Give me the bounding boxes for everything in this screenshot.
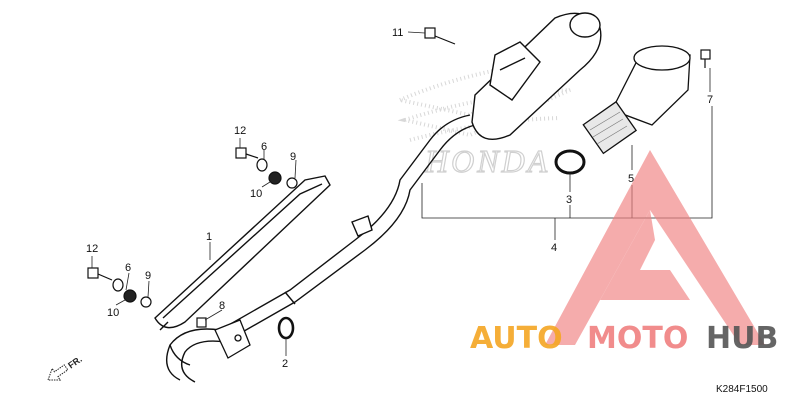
label-8: 8	[219, 300, 225, 312]
exhaust-pipe	[166, 114, 476, 383]
logo-text-auto: AUTO	[470, 321, 563, 356]
leader-lines	[91, 31, 713, 356]
honda-text-watermark: HONDA	[424, 143, 550, 179]
nut-9-lower	[140, 296, 152, 308]
silencer-tip	[582, 45, 691, 155]
diagram-code: K284F1500	[716, 384, 768, 395]
clip-8	[196, 317, 207, 328]
label-11: 11	[392, 27, 403, 39]
label-9-lower: 9	[145, 270, 151, 282]
bolt-12-upper	[235, 147, 259, 159]
label-9-upper: 9	[290, 151, 296, 163]
exhaust-gasket	[277, 316, 295, 340]
bolt-7	[700, 49, 711, 68]
logo-text-hub: HUB	[706, 321, 778, 356]
label-4: 4	[551, 242, 557, 254]
pipe-flange	[214, 319, 251, 359]
collar-10-lower	[123, 289, 137, 303]
label-12-upper: 12	[234, 125, 246, 137]
bolt-12-lower	[87, 267, 113, 281]
label-12-lower: 12	[86, 243, 98, 255]
collar-10-upper	[268, 171, 282, 185]
label-6-upper: 6	[261, 141, 267, 153]
label-6-lower: 6	[125, 262, 131, 274]
logo-text-moto: MOTO	[587, 321, 688, 356]
fr-label: FR.	[66, 354, 84, 371]
washer-6-lower	[112, 278, 124, 292]
muffler-gasket	[554, 149, 586, 175]
label-10-lower: 10	[107, 307, 119, 319]
label-7: 7	[707, 94, 713, 106]
washer-6-upper	[256, 158, 268, 172]
label-2: 2	[282, 358, 288, 370]
label-5: 5	[628, 173, 634, 185]
nut-9-upper	[286, 177, 298, 189]
logo-triangle-icon	[545, 150, 765, 345]
automotohub-logo: AUTO MOTO HUB	[470, 150, 778, 356]
bolt-11	[424, 27, 456, 45]
part-labels: 12 6 9 10 12 6 9 10 1 8 2 11 7 3 5 4	[86, 27, 713, 370]
label-10-upper: 10	[250, 188, 262, 200]
label-3: 3	[566, 194, 572, 206]
muffler	[471, 12, 602, 140]
label-1: 1	[206, 231, 212, 243]
front-direction-marker: FR.	[47, 354, 84, 381]
heat-shield	[154, 175, 331, 331]
